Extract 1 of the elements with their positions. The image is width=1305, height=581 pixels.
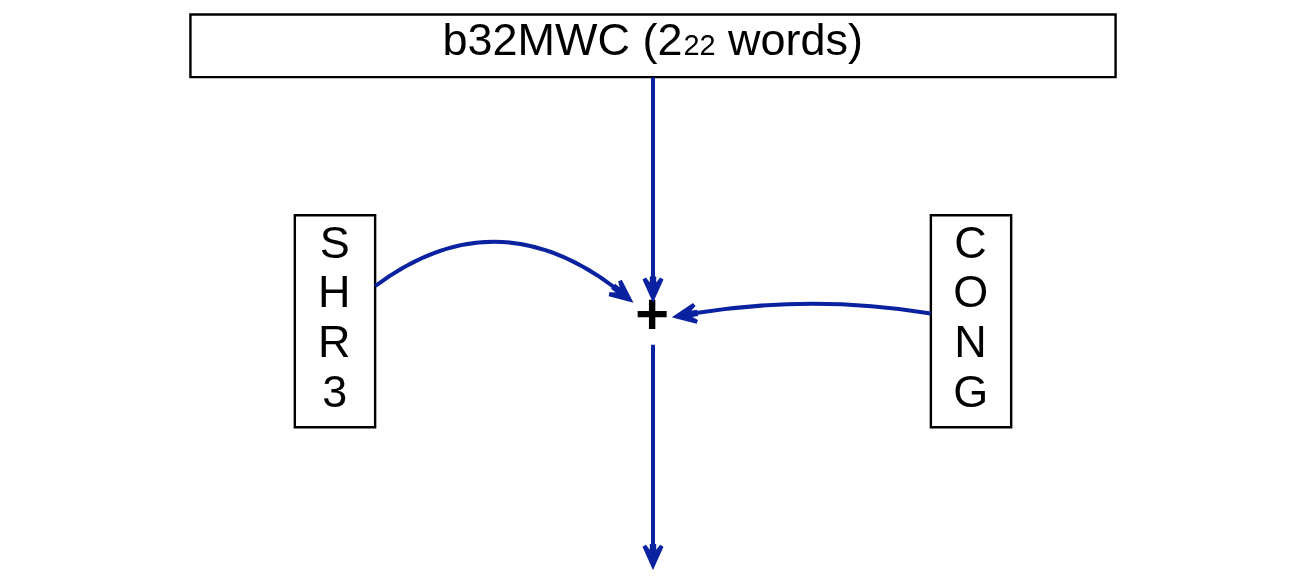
node-text: +: [634, 281, 669, 346]
